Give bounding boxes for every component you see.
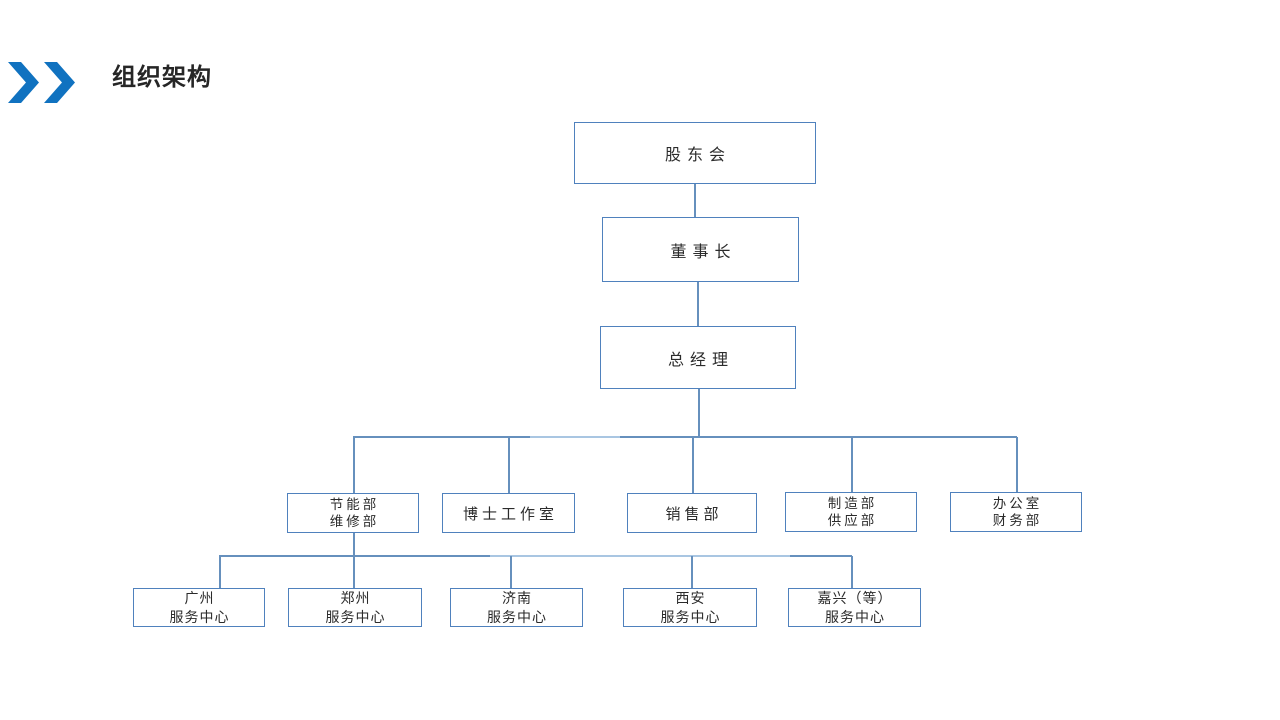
- org-box-sales-dept: 销售部: [627, 493, 757, 533]
- box-label-line: 郑州: [340, 589, 371, 606]
- box-label-line: 财务部: [992, 513, 1043, 528]
- box-label-line: 服务中心: [169, 608, 230, 625]
- org-box-energy-maintenance-dept: 节能部 维修部: [287, 493, 419, 533]
- box-label: 博士工作室: [462, 505, 558, 523]
- box-label-line: 维修部: [329, 514, 380, 529]
- box-label-line: 服务中心: [325, 608, 386, 625]
- connector-line: [692, 437, 694, 493]
- box-label: 销售部: [665, 505, 723, 523]
- org-box-phd-studio: 博士工作室: [442, 493, 575, 533]
- box-label-line: 服务中心: [660, 608, 721, 625]
- box-label-line: 服务中心: [487, 608, 547, 625]
- connector-line: [353, 533, 355, 588]
- org-box-chairman: 董事长: [602, 217, 799, 282]
- chevron-right-icon: [8, 62, 39, 103]
- page-title: 组织架构: [112, 64, 212, 91]
- connector-line: [698, 389, 700, 437]
- org-box-xian-service-center: 西安 服务中心: [623, 588, 757, 627]
- connector-line: [697, 282, 699, 326]
- box-label-line: 服务中心: [825, 608, 885, 625]
- connector-line: [1016, 437, 1018, 492]
- box-label: 股东会: [664, 147, 731, 164]
- box-label-line: 供应部: [827, 513, 878, 528]
- org-box-manufacturing-supply-dept: 制造部 供应部: [785, 492, 917, 532]
- chevron-right-icon: [44, 62, 75, 103]
- box-label: 总经理: [667, 351, 734, 369]
- connector-line: [691, 556, 693, 588]
- org-box-general-manager: 总经理: [600, 326, 796, 389]
- box-label-line: 广州: [184, 589, 215, 606]
- box-label-line: 西安: [675, 589, 706, 606]
- org-box-zhengzhou-service-center: 郑州 服务中心: [288, 588, 422, 627]
- box-label-line: 节能部: [329, 497, 380, 512]
- org-box-guangzhou-service-center: 广州 服务中心: [133, 588, 265, 627]
- box-label-line: 制造部: [827, 496, 878, 511]
- connector-line: [510, 556, 512, 588]
- connector-line: [219, 556, 221, 588]
- org-box-jiaxing-service-center: 嘉兴（等） 服务中心: [788, 588, 921, 627]
- org-box-shareholders: 股东会: [574, 122, 816, 184]
- box-label-line: 济南: [502, 589, 532, 606]
- box-label: 董事长: [670, 243, 737, 261]
- connector-line: [851, 556, 853, 588]
- box-label-line: 办公室: [992, 496, 1043, 511]
- connector-line: [508, 437, 510, 493]
- connector-line: [490, 555, 790, 557]
- org-box-jinan-service-center: 济南 服务中心: [450, 588, 583, 627]
- connector-line: [353, 436, 1017, 438]
- connector-line: [694, 184, 696, 217]
- box-label-line: 嘉兴（等）: [817, 589, 893, 606]
- connector-line: [530, 436, 620, 438]
- connector-line: [353, 437, 355, 493]
- org-box-office-finance-dept: 办公室 财务部: [950, 492, 1082, 532]
- connector-line: [851, 437, 853, 492]
